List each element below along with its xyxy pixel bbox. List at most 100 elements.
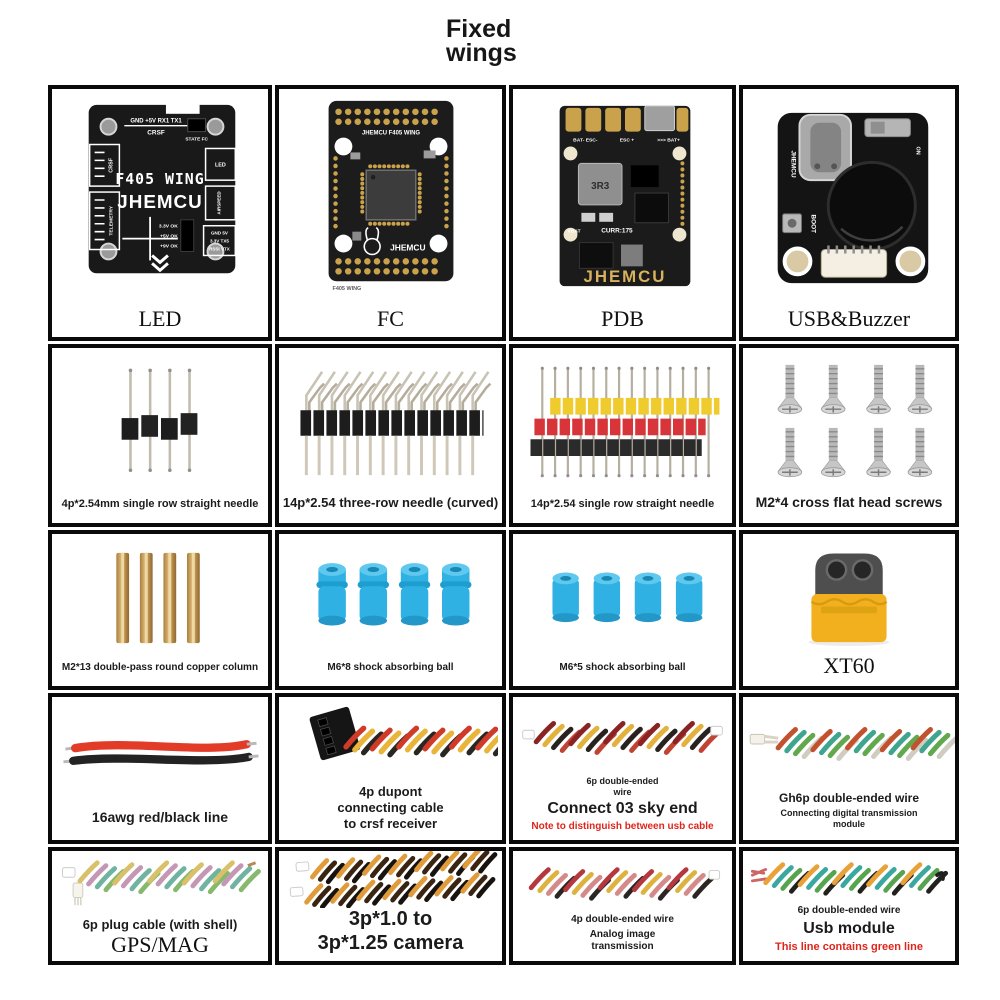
sky-end-cable-figure bbox=[513, 697, 732, 776]
screws-image bbox=[777, 364, 933, 478]
led-brand-text: JHEMCU bbox=[117, 191, 202, 212]
cell-usb-module-cable: 6p double-ended wire Usb module This lin… bbox=[739, 847, 959, 965]
usb-on-text: ON bbox=[914, 146, 920, 154]
14p-single-row-image bbox=[530, 365, 720, 479]
pdb-inductor-text: 3R3 bbox=[591, 181, 610, 192]
cell-fc-board: JHEMCU F405 WING bbox=[275, 85, 506, 341]
pdb-pad-left-text: BAT- ESC- bbox=[573, 137, 598, 143]
cell-copper-columns: M2*13 double-pass round copper column bbox=[48, 530, 272, 690]
usb-buzzer-image: ON JHEMCU BOOT bbox=[777, 112, 929, 284]
led-io2-text: 3.3V TX5 bbox=[210, 238, 229, 243]
buzzer-icon bbox=[826, 160, 917, 251]
cell-xt60: XT60 bbox=[739, 530, 959, 690]
usb-module-note: This line contains green line bbox=[775, 941, 923, 953]
usb-buzzer-figure: ON JHEMCU BOOT bbox=[743, 89, 955, 307]
gps-mag-caption: 6p plug cable (with shell) bbox=[82, 916, 238, 932]
pdb-label: PDB bbox=[601, 305, 644, 331]
usb-boot-text: BOOT bbox=[809, 214, 816, 233]
cell-4p-header: 4p*2.54mm single row straight needle bbox=[48, 344, 272, 527]
dampers-m6x8-figure bbox=[279, 534, 502, 662]
16awg-wire-caption: 16awg red/black line bbox=[91, 808, 229, 825]
pdb-pad-right-text: >>> BAT+ bbox=[657, 137, 680, 143]
analog-cable-small: 4p double-ended wire bbox=[571, 914, 674, 926]
xt60-label: XT60 bbox=[823, 652, 875, 678]
led-ok2-text: +5V OK bbox=[160, 234, 178, 240]
gps-mag-label: GPS/MAG bbox=[111, 931, 209, 957]
14p-three-row-caption: 14p*2.54 three-row needle (curved) bbox=[282, 495, 499, 511]
cell-screws: M2*4 cross flat head screws bbox=[739, 344, 959, 527]
xt60-figure bbox=[743, 534, 955, 654]
pdb-brand-text: JHEMCU bbox=[583, 267, 666, 286]
led-led-text: LED bbox=[215, 162, 226, 168]
cell-gps-mag-cable: 6p plug cable (with shell) GPS/MAG bbox=[48, 847, 272, 965]
led-ok3-text: +9V OK bbox=[160, 243, 178, 249]
copper-columns-caption: M2*13 double-pass round copper column bbox=[61, 661, 259, 673]
fc-board-image: JHEMCU F405 WING bbox=[328, 100, 454, 292]
cell-pdb-board: BAT- ESC- ESC + >>> BAT+ 3R3 VBAT CURR:1 bbox=[509, 85, 736, 341]
pdb-board-figure: BAT- ESC- ESC + >>> BAT+ 3R3 VBAT CURR:1 bbox=[513, 89, 732, 307]
fc-corner-text: F405 WING bbox=[333, 286, 362, 292]
copper-columns-image bbox=[116, 552, 200, 644]
gh6p-cable-figure bbox=[743, 697, 955, 791]
gps-mag-image bbox=[62, 856, 265, 906]
4p-header-figure bbox=[52, 348, 268, 498]
gps-mag-figure bbox=[52, 851, 268, 917]
sky-end-small-line1: 6p double-ended bbox=[586, 775, 659, 786]
cell-analog-cable: 4p double-ended wire Analog image transm… bbox=[509, 847, 736, 965]
led-top-pins-text: GND +5V RX1 TX1 bbox=[130, 119, 182, 125]
led-airspeed-text: AIRSPEED bbox=[216, 191, 221, 215]
gh6p-sub-line1: Connecting digital transmission bbox=[780, 808, 918, 819]
parts-grid: GND +5V RX1 TX1 CRSF CRSF TELEMETRY STAT… bbox=[48, 85, 959, 965]
cell-usb-buzzer: ON JHEMCU BOOT USB&Buzzer bbox=[739, 85, 959, 341]
cell-sky-end-cable: 6p double-ended wire Connect 03 sky end … bbox=[509, 693, 736, 844]
cell-led-board: GND +5V RX1 TX1 CRSF CRSF TELEMETRY STAT… bbox=[48, 85, 272, 341]
fc-name-text: JHEMCU F405 WING bbox=[362, 131, 420, 137]
screws-caption: M2*4 cross flat head screws bbox=[755, 493, 943, 510]
led-label: LED bbox=[138, 305, 182, 331]
dampers-m6x5-figure bbox=[513, 534, 732, 662]
usb-module-small: 6p double-ended wire bbox=[797, 905, 901, 917]
screws-figure bbox=[743, 348, 955, 494]
dupont-cable-image bbox=[309, 706, 498, 760]
led-board-image: GND +5V RX1 TX1 CRSF CRSF TELEMETRY STAT… bbox=[88, 102, 237, 274]
dampers-m6x5-caption: M6*5 shock absorbing ball bbox=[559, 661, 686, 673]
pdb-pad-mid-text: ESC + bbox=[619, 137, 634, 143]
sky-end-cable-image bbox=[522, 709, 723, 763]
dampers-m6x8-caption: M6*8 shock absorbing ball bbox=[327, 661, 454, 673]
14p-three-row-image bbox=[300, 370, 492, 477]
copper-columns-figure bbox=[52, 534, 268, 662]
dupont-connector-icon bbox=[309, 706, 361, 760]
fc-label: FC bbox=[377, 305, 404, 331]
gh6p-cable-image bbox=[749, 717, 955, 771]
cell-camera-cable: 3p*1.0 to 3p*1.25 camera bbox=[275, 847, 506, 965]
pdb-vbat-text: VBAT bbox=[567, 229, 580, 235]
led-ok1-text: 3.3V OK bbox=[159, 224, 178, 230]
cell-14p-single-row-header: 14p*2.54 single row straight needle bbox=[509, 344, 736, 527]
led-io3-text: RSSI VTX bbox=[209, 246, 230, 251]
cell-16awg-wire: 16awg red/black line bbox=[48, 693, 272, 844]
sky-end-small-line2: wire bbox=[613, 786, 632, 797]
page-title: Fixed wings bbox=[446, 17, 517, 66]
14p-three-row-figure bbox=[279, 348, 502, 495]
usb-module-figure bbox=[743, 851, 955, 905]
fc-brand-text: JHEMCU bbox=[390, 242, 426, 252]
led-crsf-text: CRSF bbox=[147, 130, 165, 137]
analog-cable-sub1: Analog image bbox=[589, 928, 656, 940]
dupont-cable-figure bbox=[279, 697, 502, 784]
usb-module-image bbox=[750, 858, 955, 898]
cell-dampers-m6x8: M6*8 shock absorbing ball bbox=[275, 530, 506, 690]
dupont-caption-line2: connecting cable bbox=[337, 800, 444, 816]
cell-14p-three-row-header: 14p*2.54 three-row needle (curved) bbox=[275, 344, 506, 527]
usb-buzzer-label: USB&Buzzer bbox=[787, 305, 911, 331]
led-telemetry-text: TELEMETRY bbox=[108, 205, 114, 235]
analog-cable-figure bbox=[513, 851, 732, 914]
analog-cable-image bbox=[515, 861, 721, 905]
led-io1-text: GND 5V bbox=[211, 231, 228, 236]
led-board-figure: GND +5V RX1 TX1 CRSF CRSF TELEMETRY STAT… bbox=[52, 89, 268, 307]
fc-board-figure: JHEMCU F405 WING bbox=[279, 89, 502, 307]
cell-gh6p-cable: Gh6p double-ended wire Connecting digita… bbox=[739, 693, 959, 844]
dampers-m6x5-image bbox=[551, 572, 702, 623]
led-crsf-side-text: CRSF bbox=[108, 157, 114, 172]
camera-cable-figure bbox=[279, 851, 502, 907]
